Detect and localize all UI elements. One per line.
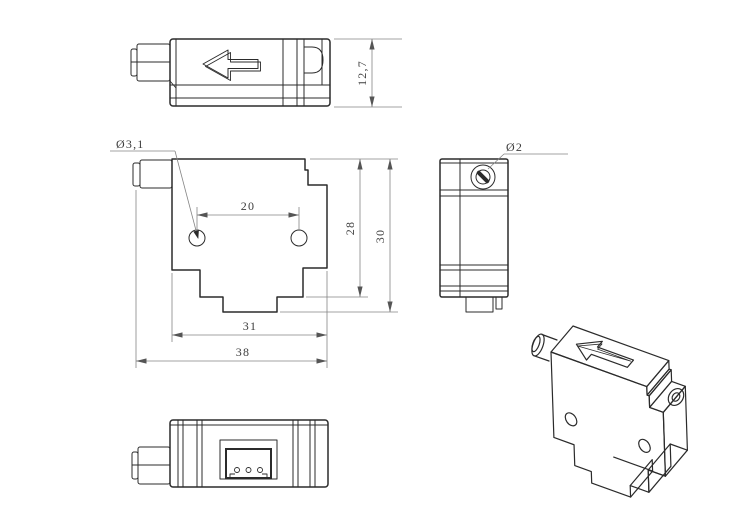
fitting-cap <box>132 162 141 187</box>
dimension-hole-spacing: 20 <box>196 199 300 231</box>
dimension-side-hole-diameter: Ø2 <box>487 140 568 170</box>
dim-label-hole-spacing: 20 <box>241 199 255 213</box>
connector-housing <box>225 448 272 479</box>
iso-side-hole-inner <box>671 391 682 402</box>
iso-top-outline <box>551 326 669 387</box>
iso-lower-right-face <box>648 444 671 492</box>
iso-tab-back-edge <box>614 457 653 471</box>
fitting-cap <box>131 451 139 480</box>
iso-tab-right-face <box>630 460 652 498</box>
fitting-cap-face <box>530 335 541 352</box>
iso-right-face <box>663 386 687 476</box>
dimension-thickness: 12,7 <box>334 38 402 108</box>
extension-lines <box>196 207 300 231</box>
side-view: Ø2 <box>439 140 568 313</box>
iso-step-face-1 <box>647 361 669 396</box>
side-view-body-outline <box>439 158 509 298</box>
top-view: 12,7 <box>130 38 402 108</box>
screw-slot <box>476 170 490 184</box>
bottom-view <box>131 419 329 488</box>
hole-bore <box>475 169 491 185</box>
front-view-body-outline <box>171 158 328 313</box>
extension-lines <box>334 38 402 108</box>
top-view-right-section-lines <box>282 38 323 107</box>
bottom-view-section-lines <box>177 419 316 488</box>
dim-label-total-width: 38 <box>236 345 250 359</box>
iso-top-face <box>551 326 669 387</box>
fitting-silhouette <box>534 335 557 362</box>
fitting-body <box>139 159 173 189</box>
filament-fitting-front <box>132 159 173 189</box>
top-view-boss <box>303 46 324 74</box>
connector-pin-2 <box>245 467 252 473</box>
arrow-left-icon <box>202 49 261 81</box>
dimension-total-height: 30 <box>280 159 398 313</box>
dim-label-body-width: 31 <box>243 319 257 333</box>
dim-label-hole-diameter: Ø3,1 <box>116 137 144 151</box>
arrow-left-icon-isometric <box>568 335 638 373</box>
iso-bottom-step <box>648 444 687 476</box>
fitting-body <box>137 446 171 485</box>
extension-lines <box>306 158 398 298</box>
mounting-hole-right <box>290 229 308 247</box>
dim-label-body-height: 28 <box>343 221 357 235</box>
dimension-body-height: 28 <box>306 158 398 298</box>
fitting-lines <box>131 61 177 89</box>
iso-right-side <box>614 361 688 498</box>
dim-label-side-hole-diameter: Ø2 <box>506 140 523 154</box>
dimension-total-width: 38 <box>135 190 327 368</box>
leader-line <box>487 153 505 170</box>
fitting-cap <box>130 48 138 77</box>
top-view-split-lines <box>169 84 331 99</box>
connector-pin-1 <box>234 467 240 473</box>
filament-fitting-top <box>130 43 177 89</box>
dimension-hole-diameter: Ø3,1 <box>110 137 199 239</box>
isometric-view <box>529 326 687 510</box>
filament-fitting-bottom <box>131 446 171 485</box>
side-view-split-lines <box>439 162 509 292</box>
bottom-view-body-outline <box>169 419 329 488</box>
mounting-hole-left <box>188 229 206 247</box>
fitting-body <box>136 43 171 82</box>
dim-label-thickness: 12,7 <box>355 60 369 86</box>
leader-line <box>174 150 199 239</box>
iso-side-hole-outer <box>665 386 687 409</box>
connector-latch-feet <box>229 473 268 478</box>
side-view-pin <box>495 296 503 310</box>
extension-lines <box>171 271 328 368</box>
front-view: Ø3,1 20 28 30 31 38 <box>110 137 398 368</box>
side-view-bottom-tab <box>465 296 494 313</box>
connector-socket <box>219 439 278 480</box>
socket-opening <box>219 439 278 480</box>
iso-mounting-hole-left <box>565 411 577 427</box>
iso-filament-fitting <box>529 332 557 361</box>
dim-label-total-height: 30 <box>373 229 387 243</box>
sensor-screw-hole <box>470 164 496 190</box>
hole-boss <box>470 164 496 190</box>
dimension-body-width: 31 <box>171 271 328 368</box>
connector-pin-3 <box>257 467 263 473</box>
iso-mounting-hole-right <box>639 438 651 454</box>
